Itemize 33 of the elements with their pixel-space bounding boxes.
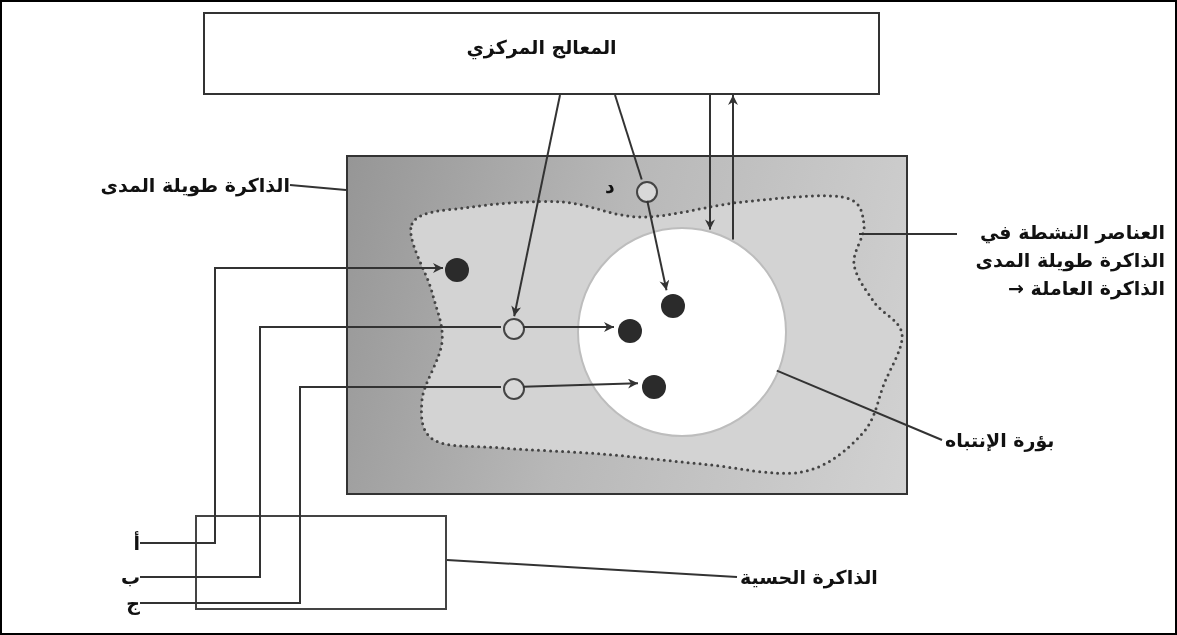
filled-dot <box>661 294 685 318</box>
connector-line <box>139 576 196 578</box>
leader-line <box>446 559 738 578</box>
connector-line <box>139 542 196 544</box>
input-label: أ <box>112 530 140 556</box>
memory-box <box>346 155 908 495</box>
arrow <box>705 94 715 231</box>
open-circle <box>636 181 658 203</box>
box-label: الذاكرة طويلة المدى <box>60 172 290 198</box>
arrow <box>522 322 615 332</box>
circle-label: د <box>604 174 616 199</box>
processor-box: المعالج المركزي <box>203 12 880 95</box>
leader-line <box>289 184 347 191</box>
circle-label: بؤرة الإنتباه <box>945 427 1095 453</box>
sensory-box <box>195 515 447 610</box>
arrow <box>522 378 639 389</box>
arrow <box>214 263 444 516</box>
region-label: العناصر النشطة في الذاكرة طويلة المدى الذاكرة العاملة → <box>960 218 1165 302</box>
input-label: ج <box>112 590 140 616</box>
input-label: ب <box>112 564 140 590</box>
arrow <box>646 199 670 292</box>
arrow <box>511 94 561 318</box>
leader-line <box>775 369 943 441</box>
leader-line <box>858 233 958 235</box>
connector-line <box>614 94 643 181</box>
box-label: الذاكرة الحسية <box>740 564 920 590</box>
dotted-region <box>407 194 907 476</box>
connector-line <box>139 602 196 604</box>
filled-dot <box>618 319 642 343</box>
filled-dot <box>642 375 666 399</box>
connector-line <box>299 386 502 516</box>
connector-line <box>259 326 502 516</box>
arrow <box>728 94 738 241</box>
